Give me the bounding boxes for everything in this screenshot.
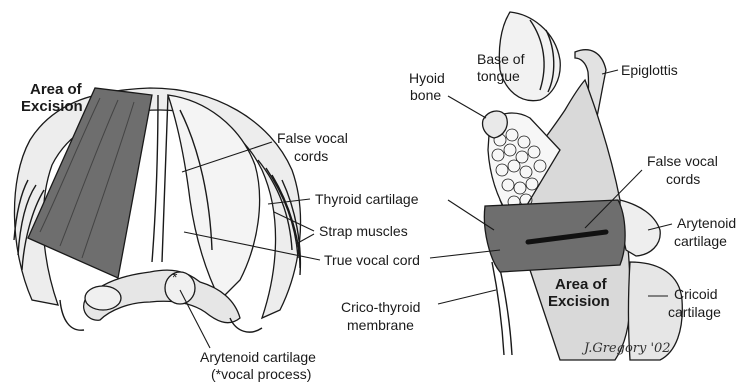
hyoid-bone-label-line1: Hyoid [409,70,445,86]
area-of-excision-right [484,200,625,272]
arytenoid-cartilage-label-line1: Arytenoid cartilage [200,349,316,365]
excision-label-line2: Excision [21,98,83,115]
arytenoid-cartilage-right-label-line2: cartilage [674,233,727,249]
strap-muscles-label: Strap muscles [319,223,408,239]
epiglottis-label: Epiglottis [621,62,678,78]
leader-hyoid-bone [448,96,486,118]
crico-thyroid-membrane-label-line2: membrane [347,317,414,333]
leader-true-vocal-cord-right [430,250,500,258]
right-arytenoid [165,272,195,304]
false-vocal-cords-label-line2: cords [294,148,328,164]
crico-thyroid-membrane-label-line1: Crico-thyroid [341,299,420,315]
vocal-process-asterisk: * [172,269,178,285]
left-arytenoid [85,286,121,310]
arytenoid-cartilage-label-line2: (*vocal process) [211,366,311,382]
base-of-tongue-label-line2: tongue [477,68,520,84]
false-vocal-cords-label-line1: False vocal [277,130,348,146]
artist-signature: J.Gregory '02 [581,341,671,356]
false-vocal-cords-right-label-line1: False vocal [647,153,718,169]
cricoid-cartilage-label-line2: cartilage [668,304,721,320]
left-larynx-view: * Area of Excision False vocal cords Thy… [14,81,420,382]
hyoid-bone-label-line2: bone [410,87,441,103]
false-vocal-cords-right-label-line2: cords [666,171,700,187]
excision-label-line1: Area of [30,81,83,98]
base-of-tongue-label-line1: Base of [477,51,525,67]
glottic-line [152,95,158,262]
true-vocal-cord-label: True vocal cord [324,252,420,268]
cricoid-left-edge [60,300,84,330]
arytenoid-cartilage-right-label-line1: Arytenoid [677,215,736,231]
glottic-line [162,95,168,262]
cricoid-cartilage-label-line1: Cricoid [674,286,718,302]
right-sagittal-view: Base of tongue Hyoid bone Epiglottis Fal… [341,12,736,360]
leader-crico-thyroid-membrane [438,290,496,304]
excision-right-label-line1: Area of [555,276,608,293]
excision-right-label-line2: Excision [548,293,610,310]
thyroid-cartilage-label: Thyroid cartilage [315,191,419,207]
